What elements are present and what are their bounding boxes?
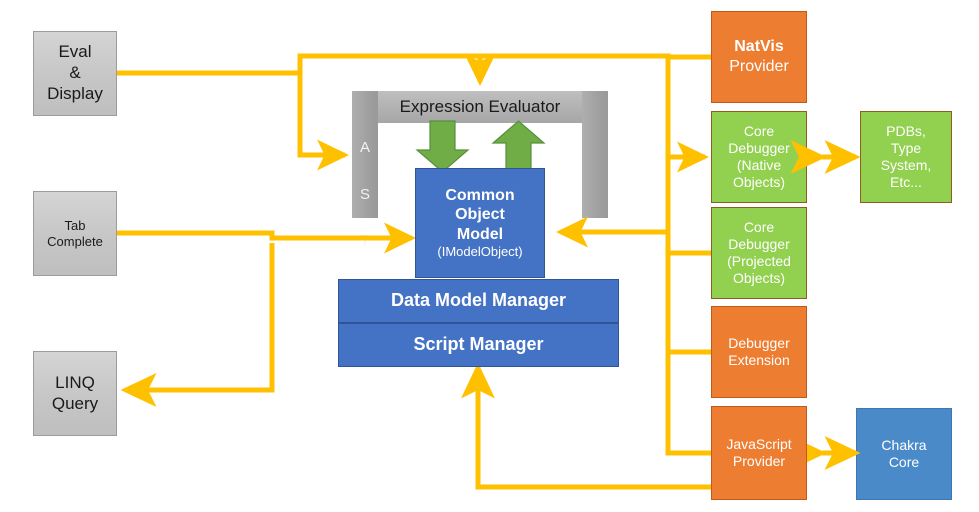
common-object-model-line2: Object [455, 206, 505, 224]
natvis-provider-rest: Provider [729, 58, 789, 75]
script-manager-box[interactable]: Script Manager [338, 323, 619, 367]
core-debugger-native-box[interactable]: Core Debugger (Native Objects) [711, 111, 807, 203]
data-model-manager-label: Data Model Manager [390, 290, 567, 311]
javascript-provider-box[interactable]: JavaScript Provider [711, 406, 807, 500]
data-model-manager-box[interactable]: Data Model Manager [338, 279, 619, 323]
wire-trunk-to-javascript-provider [665, 405, 711, 456]
natvis-provider-bold: NatVis [734, 38, 784, 56]
debugger-extension-box[interactable]: Debugger Extension [711, 306, 807, 398]
common-object-model-line3: Model [456, 225, 504, 243]
common-object-model-interface: (IModelObject) [437, 244, 523, 260]
green-arrow-up-icon [491, 120, 546, 173]
core-debugger-native-label: Core Debugger (Native Objects) [728, 122, 790, 191]
expression-evaluator-label: Expression Evaluator [399, 96, 561, 116]
wire-eval-to-ast [297, 73, 350, 171]
expression-evaluator-bar[interactable]: Expression Evaluator [352, 91, 608, 123]
common-object-model-line1: Common [445, 186, 515, 204]
script-manager-label: Script Manager [413, 334, 544, 355]
eval-and-display-label: Eval & Display [47, 42, 103, 103]
linq-query-box[interactable]: LINQ Query [33, 351, 117, 436]
javascript-provider-label: JavaScript Provider [726, 435, 792, 469]
pdbs-type-system-label: PDBs, Type System, Etc... [880, 122, 932, 191]
tab-complete-label: Tab Complete [47, 217, 103, 249]
chakra-core-box[interactable]: Chakra Core [856, 408, 952, 500]
ast-letter-s: S [359, 185, 370, 203]
ast-letter-a: A [359, 139, 370, 157]
wire-javascript-to-script-manager [461, 362, 711, 490]
ast-letter-t: T [360, 232, 370, 250]
green-arrow-down-icon [415, 120, 470, 173]
common-object-model-box[interactable]: Common Object Model (IModelObject) [415, 168, 545, 278]
core-debugger-projected-label: Core Debugger (Projected Objects) [727, 218, 791, 287]
wire-com-to-linq [120, 243, 275, 407]
wire-projected-to-com [555, 216, 711, 256]
pdbs-type-system-box[interactable]: PDBs, Type System, Etc... [860, 111, 952, 203]
natvis-provider-box[interactable]: NatVis Provider [711, 11, 807, 103]
ast-leg[interactable]: A S T [352, 91, 378, 249]
core-debugger-projected-box[interactable]: Core Debugger (Projected Objects) [711, 207, 807, 299]
wire-eval-to-natvis [117, 53, 711, 76]
eval-and-display-box[interactable]: Eval & Display [33, 31, 117, 116]
ast-label: A S T [360, 113, 370, 276]
tab-complete-box[interactable]: Tab Complete [33, 191, 117, 276]
linq-query-label: LINQ Query [51, 372, 99, 413]
expression-evaluator-right-leg [582, 91, 608, 218]
chakra-core-label: Chakra Core [881, 436, 927, 470]
debugger-extension-label: Debugger Extension [728, 334, 790, 368]
